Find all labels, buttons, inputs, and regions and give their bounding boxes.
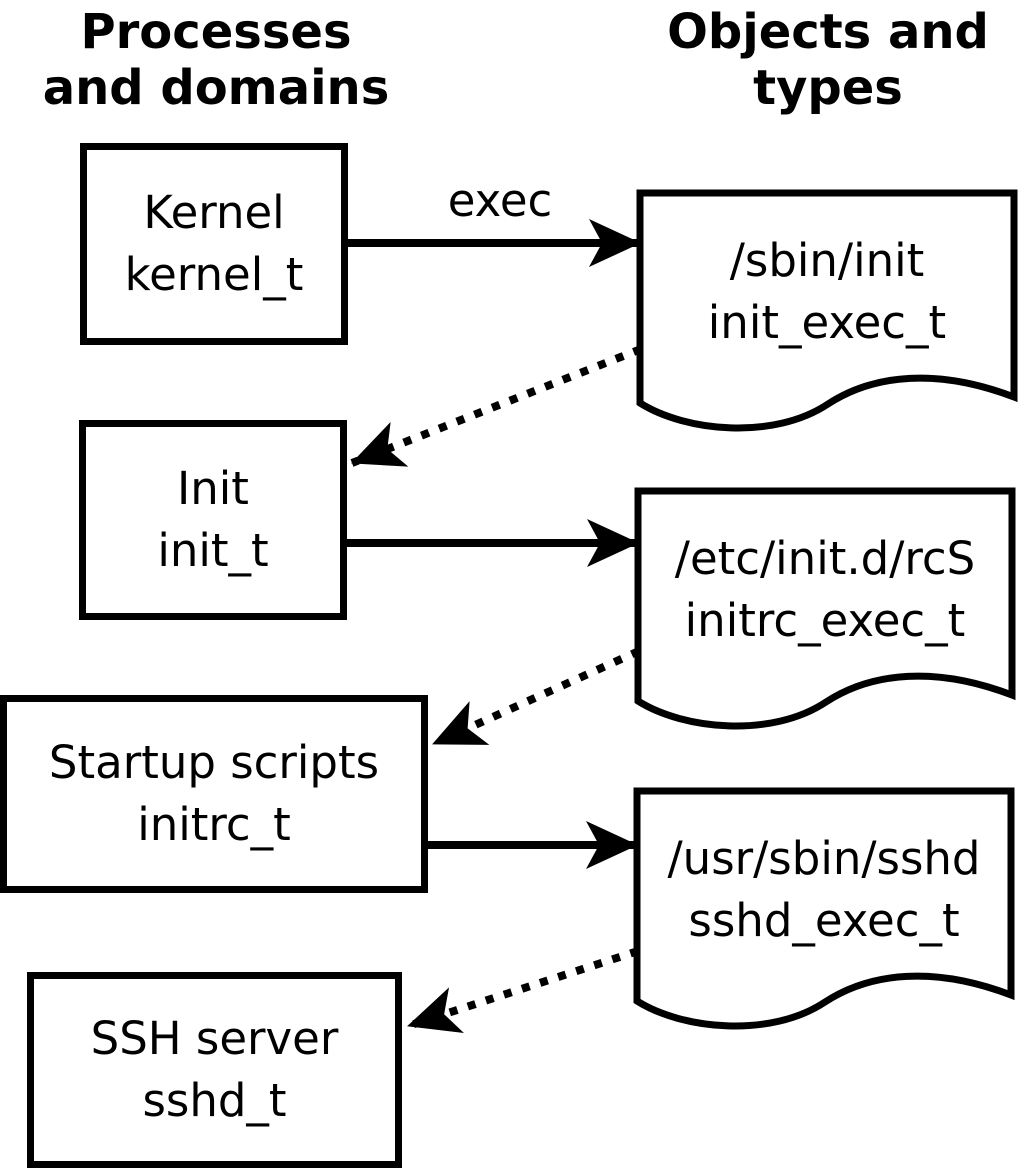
object-label-sbin-init: /sbin/init init_exec_t [640, 193, 1014, 391]
header-line: types [753, 60, 903, 117]
column-header-processes: Processes and domains [20, 4, 412, 116]
header-line: Objects and [667, 4, 989, 60]
header-line: and domains [42, 60, 390, 117]
transition-arrow-to-sshd-t [406, 947, 640, 1034]
process-domain-type: init_t [157, 524, 269, 577]
process-name: Init [177, 461, 249, 515]
process-domain-type: kernel_t [124, 248, 304, 301]
process-box-init: Init init_t [79, 420, 347, 620]
process-box-startup-scripts: Startup scripts initrc_t [0, 695, 428, 893]
document-shape-usr-sbin-sshd [633, 787, 1015, 1030]
process-name: SSH server [90, 1011, 339, 1065]
document-shape-sbin-init [636, 189, 1018, 432]
object-label-usr-sbin-sshd: /usr/sbin/sshd sshd_exec_t [637, 791, 1011, 989]
process-domain-type: sshd_t [142, 1074, 287, 1127]
process-box-ssh-server: SSH server sshd_t [27, 972, 402, 1168]
object-path: /etc/init.d/rcS [674, 531, 976, 585]
process-name: Startup scripts [48, 735, 380, 789]
header-line: Processes [80, 4, 352, 60]
process-box-kernel: Kernel kernel_t [80, 143, 348, 345]
object-path: /usr/sbin/sshd [667, 831, 981, 885]
object-type: sshd_exec_t [688, 894, 960, 947]
object-label-etc-initd-rcs: /etc/init.d/rcS initrc_exec_t [638, 491, 1012, 689]
object-type: init_exec_t [707, 296, 947, 349]
process-domain-type: initrc_t [137, 798, 291, 851]
object-path: /sbin/init [729, 233, 925, 287]
arrow-label-exec: exec [447, 174, 553, 227]
column-header-objects: Objects and types [638, 4, 1018, 116]
transition-arrow-to-initrc-t [431, 647, 641, 748]
transition-arrow-to-init-t [350, 345, 643, 467]
object-type: initrc_exec_t [684, 594, 966, 647]
document-shape-etc-initd-rcs [634, 487, 1016, 730]
process-name: Kernel [143, 185, 285, 239]
